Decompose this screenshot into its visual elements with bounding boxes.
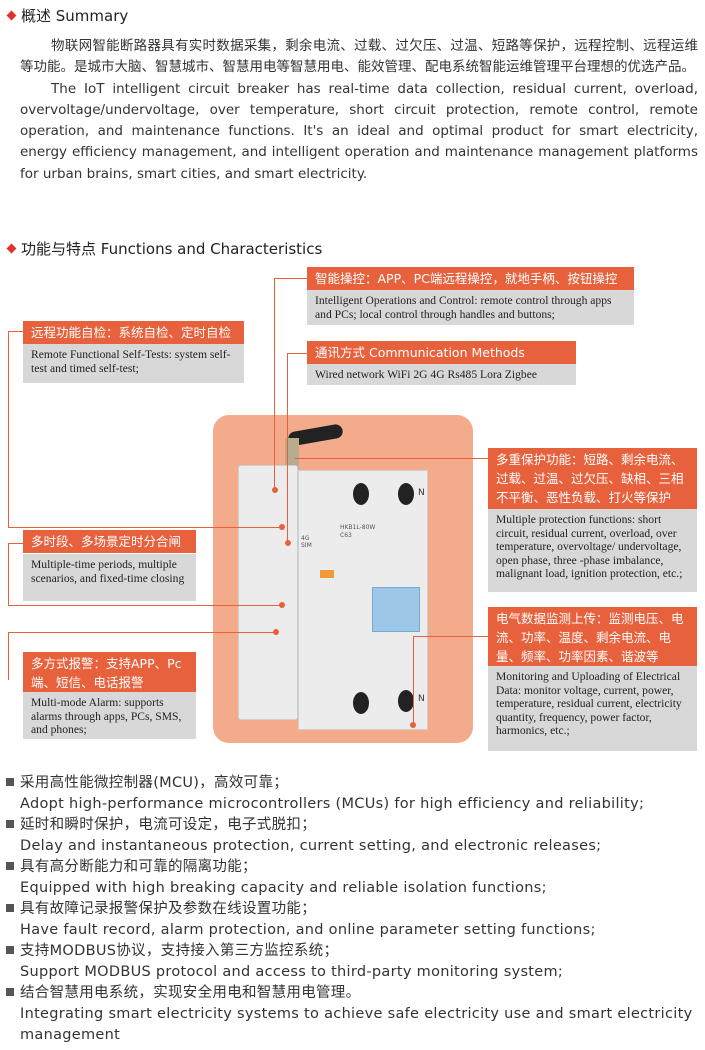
summary-zh: 物联网智能断路器具有实时数据采集，剩余电流、过载、过欠压、过温、短路等保护，远程…	[20, 38, 698, 76]
n-label: N	[418, 488, 425, 498]
feature-en: Have fault record, alarm protection, and…	[20, 922, 596, 938]
summary-en: The IoT intelligent circuit breaker has …	[20, 80, 698, 182]
callout-body: Multi-mode Alarm: supports alarms throug…	[23, 692, 196, 739]
blue-handle	[372, 587, 420, 632]
summary-heading: 概述 Summary	[6, 5, 129, 26]
feature-zh: 具有高分断能力和可靠的隔离功能；	[20, 859, 257, 875]
bullet-icon	[6, 820, 14, 828]
callout-title: 远程功能自检：系统自检、定时自检	[23, 321, 244, 344]
terminal-screw	[353, 692, 369, 714]
feature-zh: 支持MODBUS协议，支持接入第三方监控系统；	[20, 943, 339, 959]
connector-line	[287, 353, 307, 354]
feature-en: Support MODBUS protocol and access to th…	[20, 964, 564, 980]
connector-line	[8, 331, 23, 332]
diamond-icon	[6, 10, 17, 21]
connector-line	[8, 543, 9, 605]
callout-body: Intelligent Operations and Control: remo…	[307, 290, 634, 326]
connector-line	[8, 527, 282, 528]
callout-body: Multiple protection functions: short cir…	[488, 509, 697, 592]
callout-body: Wired network WiFi 2G 4G Rs485 Lora Zigb…	[307, 364, 576, 385]
connector-line	[8, 331, 9, 527]
feature-zh: 具有故障记录报警保护及参数在线设置功能；	[20, 901, 316, 917]
feature-item: 具有高分断能力和可靠的隔离功能； Equipped with high break…	[6, 857, 701, 899]
connector-dot	[279, 602, 285, 608]
feature-list: 采用高性能微控制器(MCU)，高效可靠； Adopt high-performan…	[6, 773, 701, 1046]
functions-heading: 功能与特点 Functions and Characteristics	[6, 238, 323, 259]
feature-zh: 延时和瞬时保护，电流可设定，电子式脱扣；	[20, 817, 316, 833]
feature-item: 延时和瞬时保护，电流可设定，电子式脱扣； Delay and instantane…	[6, 815, 701, 857]
diamond-icon	[6, 243, 17, 254]
connector-dot	[285, 540, 291, 546]
breaker-module-left	[238, 465, 298, 720]
connector-line	[295, 458, 488, 459]
feature-en: Integrating smart electricity systems to…	[20, 1006, 693, 1043]
rating-label: C63	[340, 532, 352, 539]
model-label: HKB1L-80W	[340, 524, 376, 531]
feature-item: 支持MODBUS协议，支持接入第三方监控系统； Support MODBUS pr…	[6, 941, 701, 983]
connector-line	[274, 278, 308, 279]
callout-title: 智能操控：APP、PC端远程操控，就地手柄、按钮操控	[307, 267, 634, 290]
bullet-icon	[6, 778, 14, 786]
sim-label: 4G SIM	[301, 535, 312, 549]
connector-line	[413, 636, 414, 724]
callout-title: 多方式报警：支持APP、Pc端、短信、电话报警	[23, 652, 196, 694]
callout-body: Multiple-time periods, multiple scenario…	[23, 554, 196, 601]
terminal-screw	[398, 483, 414, 505]
callout-title: 多重保护功能：短路、剩余电流、过载、过温、过欠压、缺相、三相不平衡、恶性负载、打…	[488, 448, 697, 509]
connector-line	[413, 636, 488, 637]
test-button	[320, 570, 334, 578]
summary-text: 物联网智能断路器具有实时数据采集，剩余电流、过载、过欠压、过温、短路等保护，远程…	[20, 36, 698, 185]
bullet-icon	[6, 862, 14, 870]
summary-heading-text: 概述 Summary	[21, 7, 129, 25]
connector-line	[274, 278, 275, 490]
feature-item: 结合智慧用电系统，实现安全用电和智慧用电管理。 Integrating smart…	[6, 983, 701, 1046]
callout-title: 多时段、多场景定时分合闸	[23, 530, 196, 553]
n-label: N	[418, 694, 425, 704]
connector-dot	[272, 487, 278, 493]
bullet-icon	[6, 904, 14, 912]
connector-dot	[410, 722, 416, 728]
feature-item: 采用高性能微控制器(MCU)，高效可靠； Adopt high-performan…	[6, 773, 701, 815]
bullet-icon	[6, 988, 14, 996]
feature-zh: 采用高性能微控制器(MCU)，高效可靠；	[20, 775, 289, 791]
feature-en: Adopt high-performance microcontrollers …	[20, 796, 645, 812]
connector-line	[8, 632, 276, 633]
connector-line	[8, 605, 282, 606]
feature-zh: 结合智慧用电系统，实现安全用电和智慧用电管理。	[20, 985, 361, 1001]
terminal-screw	[353, 483, 369, 505]
feature-item: 具有故障记录报警保护及参数在线设置功能； Have fault record, a…	[6, 899, 701, 941]
connector-dot	[279, 524, 285, 530]
terminal-screw	[398, 690, 414, 712]
callout-title: 通讯方式 Communication Methods	[307, 341, 576, 364]
callout-body: Remote Functional Self-Tests: system sel…	[23, 344, 244, 383]
callout-title: 电气数据监测上传：监测电压、电流、功率、温度、剩余电流、电量、频率、功率因素、谐…	[488, 607, 697, 668]
feature-en: Delay and instantaneous protection, curr…	[20, 838, 602, 854]
connector-line	[8, 632, 9, 680]
connector-line	[287, 353, 288, 543]
callout-body: Monitoring and Uploading of Electrical D…	[488, 666, 697, 751]
feature-en: Equipped with high breaking capacity and…	[20, 880, 547, 896]
functions-heading-text: 功能与特点 Functions and Characteristics	[21, 240, 323, 258]
connector-line	[8, 543, 23, 544]
connector-dot	[273, 629, 279, 635]
bullet-icon	[6, 946, 14, 954]
